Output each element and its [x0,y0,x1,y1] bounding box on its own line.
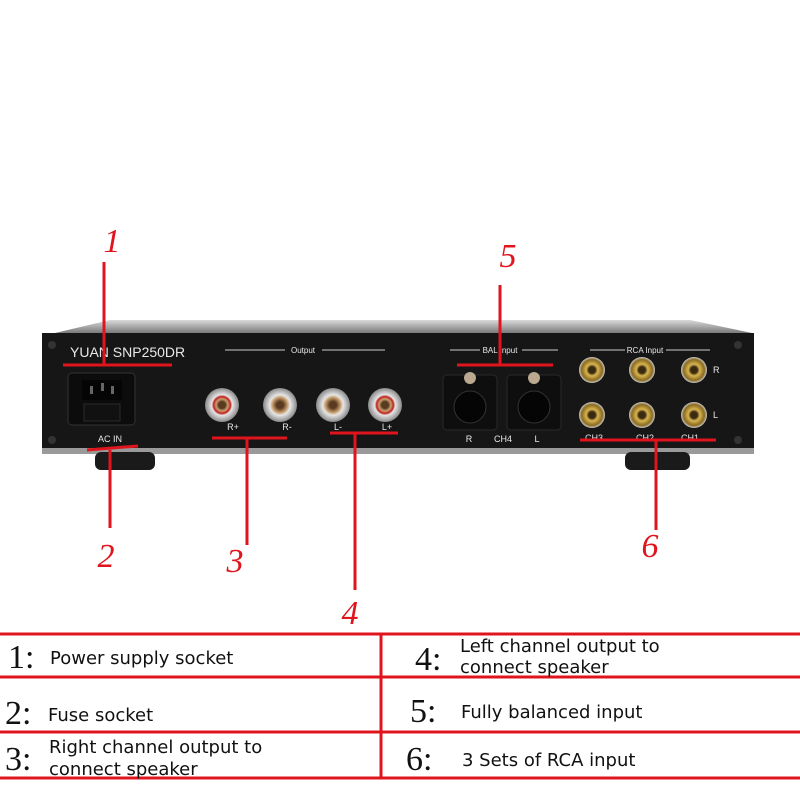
screw [734,436,742,444]
rca-ch3: CH3 [585,433,603,443]
rca-input-header: RCA Input [627,346,664,355]
screw [734,341,742,349]
legend-item-2: 2: Fuse socket [5,695,153,732]
model-name: YUAN SNP250DR [70,344,185,360]
rca-jacks[interactable] [579,357,707,428]
callout-6: 6 [642,528,659,565]
legend-item-6: 6: 3 Sets of RCA input [406,741,635,778]
svg-text:Left channel output to: Left channel output to [460,636,660,657]
speaker-binding-posts[interactable] [205,388,402,422]
legend-item-1: 1: Power supply socket [8,639,233,676]
binding-post-l-plus [368,388,402,422]
xlr-left [517,390,551,424]
label-l-plus: L+ [382,422,392,432]
svg-text:Fully balanced input: Fully balanced input [461,702,642,723]
foot-left [95,452,155,470]
fuse-drawer [83,403,121,422]
rca-row-l: L [713,410,718,420]
legend-item-3: 3: Right channel output to connect speak… [5,737,262,780]
amplifier-chassis [42,320,754,470]
svg-text:connect speaker: connect speaker [49,759,198,780]
callout-2: 2 [98,538,115,575]
label-r-minus: R- [282,422,292,432]
binding-post-r-plus [205,388,239,422]
callout-4: 4 [342,595,359,632]
rca-row-r: R [713,365,720,375]
legend-item-4: 4: Left channel output to connect speake… [415,636,660,678]
svg-text:Power supply socket: Power supply socket [50,648,233,669]
svg-text:1:: 1: [8,639,34,676]
rca-ch1: CH1 [681,433,699,443]
binding-post-l-minus [316,388,350,422]
screw [48,436,56,444]
svg-text:6:: 6: [406,741,432,778]
bal-label-ch4: CH4 [494,434,512,444]
label-l-minus: L- [334,422,342,432]
svg-text:5:: 5: [410,693,436,730]
bal-label-r: R [466,434,473,444]
svg-text:2:: 2: [5,695,31,732]
svg-text:3:: 3: [5,741,31,778]
callout-5: 5 [500,238,517,275]
legend-table [0,632,800,780]
power-socket [67,372,136,426]
ac-in-label: AC IN [98,434,122,444]
output-header: Output [291,346,316,355]
svg-text:connect speaker: connect speaker [460,657,609,678]
svg-text:Right channel output to: Right channel output to [49,737,262,758]
callout-3: 3 [226,543,244,580]
bal-label-l: L [534,434,539,444]
xlr-right [453,390,487,424]
callout-lines [63,262,716,590]
legend-item-5: 5: Fully balanced input [410,693,642,730]
svg-text:Fuse socket: Fuse socket [48,705,153,726]
svg-text:4:: 4: [415,641,441,678]
xlr-inputs[interactable] [442,372,562,431]
rca-ch2: CH2 [636,433,654,443]
callout-1: 1 [104,223,121,260]
binding-post-r-minus [263,388,297,422]
screw [48,341,56,349]
label-r-plus: R+ [227,422,239,432]
svg-text:3 Sets of RCA input: 3 Sets of RCA input [462,750,635,771]
